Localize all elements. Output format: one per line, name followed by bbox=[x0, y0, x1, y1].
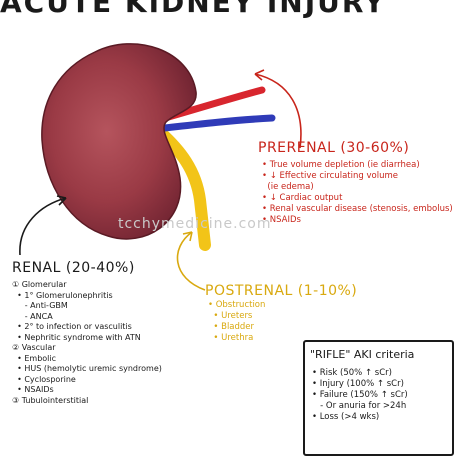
list-item: • Ureters bbox=[208, 311, 253, 321]
list-item: • ↓ Cardiac output bbox=[262, 193, 343, 203]
list-item: • Risk (50% ↑ sCr) bbox=[312, 368, 392, 378]
watermark: tcchymedicine.com bbox=[118, 216, 272, 232]
prerenal-arrow bbox=[254, 73, 302, 149]
renal-vein bbox=[161, 114, 276, 132]
renal-heading: RENAL (20-40%) bbox=[12, 260, 135, 276]
list-item: - Or anuria for >24h bbox=[312, 401, 407, 411]
list-item: • Injury (100% ↑ sCr) bbox=[312, 379, 404, 389]
list-item: • Cyclosporine bbox=[12, 374, 76, 384]
renal-list: ① Glomerular • 1° Glomerulonephritis - A… bbox=[12, 280, 162, 406]
list-item: ① Glomerular bbox=[12, 280, 67, 289]
list-item: • Nephritic syndrome with ATN bbox=[12, 332, 141, 342]
list-item: • NSAIDs bbox=[12, 385, 54, 394]
list-item: • NSAIDs bbox=[262, 215, 301, 225]
list-item: • Obstruction bbox=[208, 300, 266, 310]
kidney-shape bbox=[41, 43, 197, 240]
list-item: • Bladder bbox=[208, 322, 255, 332]
renal-arrow bbox=[19, 197, 67, 256]
list-item: ② Vascular bbox=[12, 343, 56, 352]
list-item: • Failure (150% ↑ sCr) bbox=[312, 390, 408, 400]
page-title: ACUTE KIDNEY INJURY bbox=[0, 0, 387, 19]
prerenal-list: • True volume depletion (ie diarrhea) • … bbox=[262, 160, 453, 226]
list-item: • Urethra bbox=[208, 333, 254, 343]
list-item: • HUS (hemolytic uremic syndrome) bbox=[12, 364, 162, 373]
list-item: • 1° Glomerulonephritis bbox=[12, 290, 113, 300]
list-item: - ANCA bbox=[12, 311, 53, 321]
postrenal-heading: POSTRENAL (1-10%) bbox=[205, 283, 358, 299]
rifle-title: "RIFLE" AKI criteria bbox=[310, 348, 415, 361]
list-item: • Loss (>4 wks) bbox=[312, 412, 380, 422]
list-item: ③ Tubulointerstitial bbox=[12, 395, 89, 405]
list-item: • Embolic bbox=[12, 353, 57, 363]
list-item: • Renal vascular disease (stenosis, embo… bbox=[262, 204, 453, 214]
rifle-criteria-box bbox=[303, 340, 454, 456]
list-item: (ie edema) bbox=[262, 182, 314, 192]
list-item: • ↓ Effective circulating volume bbox=[262, 171, 398, 181]
list-item: • 2° to infection or vasculitis bbox=[12, 322, 132, 331]
prerenal-heading: PRERENAL (30-60%) bbox=[258, 140, 410, 156]
list-item: • True volume depletion (ie diarrhea) bbox=[262, 160, 420, 170]
rifle-list: • Risk (50% ↑ sCr) • Injury (100% ↑ sCr)… bbox=[312, 368, 408, 423]
postrenal-arrow bbox=[176, 231, 206, 291]
list-item: - Anti-GBM bbox=[12, 301, 68, 310]
postrenal-list: • Obstruction • Ureters • Bladder • Uret… bbox=[208, 300, 265, 344]
